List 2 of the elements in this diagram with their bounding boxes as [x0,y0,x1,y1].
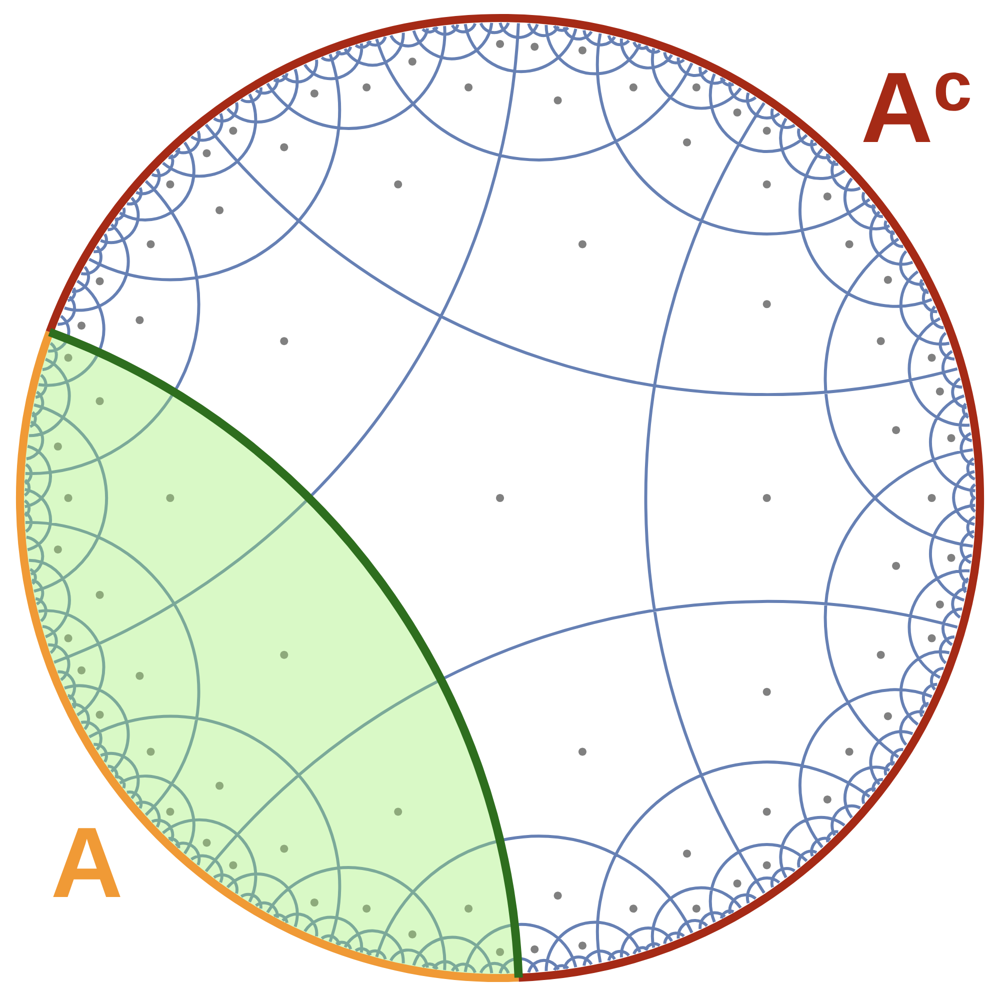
region-label: A [53,828,120,898]
region-label: A$^{c}$ [863,72,970,142]
